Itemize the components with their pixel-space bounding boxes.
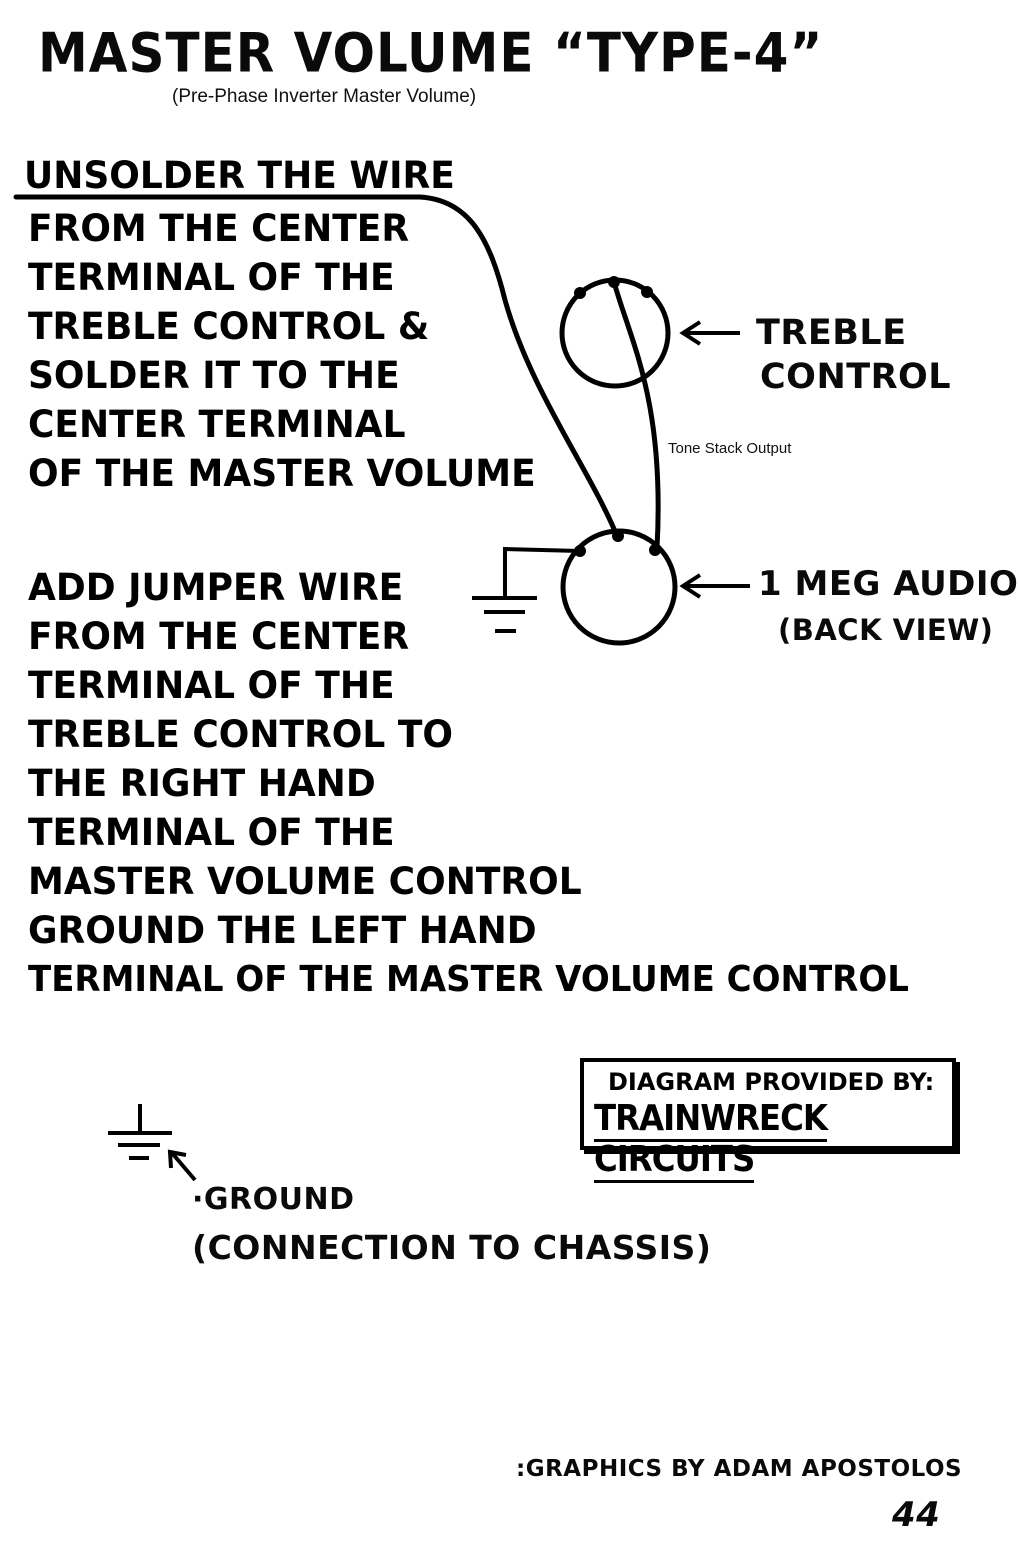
ground-legend-label: ·GROUND — [192, 1182, 355, 1217]
page-title: MASTER VOLUME “TYPE-4” — [38, 22, 824, 85]
graphics-credit: :GRAPHICS BY ADAM APOSTOLOS — [516, 1456, 963, 1482]
instruction-line: OF THE MASTER VOLUME — [28, 452, 536, 496]
arrow-icon-treble — [679, 320, 740, 346]
master-label-line2: (BACK VIEW) — [778, 613, 994, 647]
instruction-line: FROM THE CENTER — [28, 207, 410, 251]
instruction-line: GROUND THE LEFT HAND — [28, 909, 537, 953]
treble-label-line2: CONTROL — [760, 357, 952, 397]
credit-line2: TRAINWRECK CIRCUITS — [594, 1098, 952, 1183]
instruction-line: TERMINAL OF THE — [28, 664, 395, 708]
page-number: 44 — [892, 1495, 941, 1535]
ground-legend-symbol — [108, 1104, 172, 1160]
instruction-line: CENTER TERMINAL — [28, 403, 406, 447]
instruction-line: TERMINAL OF THE — [28, 811, 395, 855]
instruction-line: MASTER VOLUME CONTROL — [28, 860, 582, 904]
instruction-line: TERMINAL OF THE MASTER VOLUME CONTROL — [28, 958, 909, 1001]
instruction-line: TREBLE CONTROL TO — [28, 713, 454, 757]
page-subtitle: (Pre-Phase Inverter Master Volume) — [172, 86, 477, 107]
instruction-jumper: ADD JUMPER WIRE FROM THE CENTER TERMINAL… — [28, 562, 909, 1003]
instruction-unsolder: UNSOLDER THE WIRE FROM THE CENTER TERMIN… — [24, 150, 536, 497]
credit-box: DIAGRAM PROVIDED BY: TRAINWRECK CIRCUITS — [580, 1058, 956, 1183]
treble-terminal-left — [574, 287, 586, 299]
instruction-line: TREBLE CONTROL & — [28, 305, 430, 349]
instruction-line: THE RIGHT HAND — [28, 762, 376, 806]
instruction-line: TERMINAL OF THE — [28, 256, 395, 300]
master-terminal-center — [612, 530, 624, 542]
treble-label-line1: TREBLE — [756, 313, 907, 353]
ground-legend-description: (CONNECTION TO CHASSIS) — [192, 1228, 712, 1267]
arrow-icon-ground — [167, 1149, 197, 1182]
jumper-wire — [611, 279, 661, 551]
wire-treble-to-master-center — [13, 194, 620, 539]
master-terminal-right — [649, 544, 661, 556]
instruction-line: SOLDER IT TO THE — [28, 354, 400, 398]
master-label-line1: 1 MEG AUDIO — [758, 564, 1018, 604]
arrow-icon-master — [679, 573, 750, 599]
credit-company: TRAINWRECK CIRCUITS — [594, 1098, 828, 1183]
credit-line1: DIAGRAM PROVIDED BY: — [608, 1068, 935, 1096]
ground-wire — [503, 546, 581, 598]
instruction-line: FROM THE CENTER — [28, 615, 410, 659]
treble-terminal-right — [641, 286, 653, 298]
ground-symbol-diagram — [472, 596, 537, 633]
tone-stack-output-label: Tone Stack Output — [668, 440, 792, 457]
instruction-heading: UNSOLDER THE WIRE — [24, 154, 455, 198]
instruction-line: ADD JUMPER WIRE — [28, 566, 404, 610]
